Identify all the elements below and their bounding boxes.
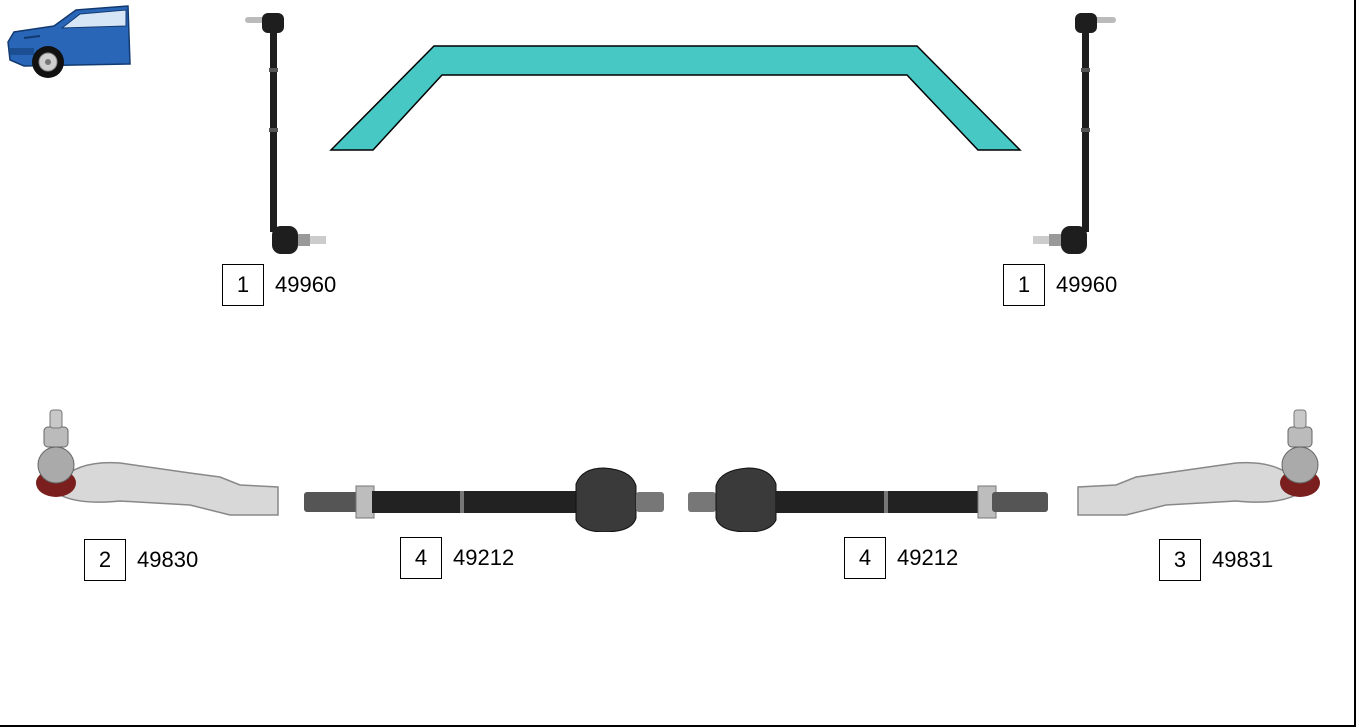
callout-inner-tie-rod-left: 4 49212 xyxy=(400,536,514,580)
stabilizer-link-right xyxy=(1033,13,1116,254)
position-number: 3 xyxy=(1159,539,1201,581)
callout-tie-rod-end-left: 2 49830 xyxy=(84,538,198,582)
part-number: 49831 xyxy=(1212,547,1274,572)
part-number: 49830 xyxy=(137,547,199,572)
part-number: 49212 xyxy=(897,545,959,570)
callout-stabilizer-link-left: 1 49960 xyxy=(222,263,336,307)
callout-inner-tie-rod-right: 4 49212 xyxy=(844,536,958,580)
tie-rod-end-right xyxy=(1077,409,1320,516)
position-number: 1 xyxy=(1003,264,1045,306)
part-number: 49212 xyxy=(453,545,515,570)
tie-rod-end-left xyxy=(36,409,279,516)
part-number: 49960 xyxy=(1056,272,1118,297)
part-number: 49960 xyxy=(275,272,337,297)
stabilizer-bar-shape xyxy=(329,45,1022,151)
stabilizer-link-left xyxy=(245,13,326,254)
inner-tie-rod-right xyxy=(688,467,1048,532)
position-number: 1 xyxy=(222,264,264,306)
callout-stabilizer-link-right: 1 49960 xyxy=(1003,263,1117,307)
inner-tie-rod-left xyxy=(304,467,664,532)
position-number: 2 xyxy=(84,539,126,581)
car-icon xyxy=(7,5,131,78)
callout-tie-rod-end-right: 3 49831 xyxy=(1159,538,1273,582)
position-number: 4 xyxy=(400,537,442,579)
position-number: 4 xyxy=(844,537,886,579)
